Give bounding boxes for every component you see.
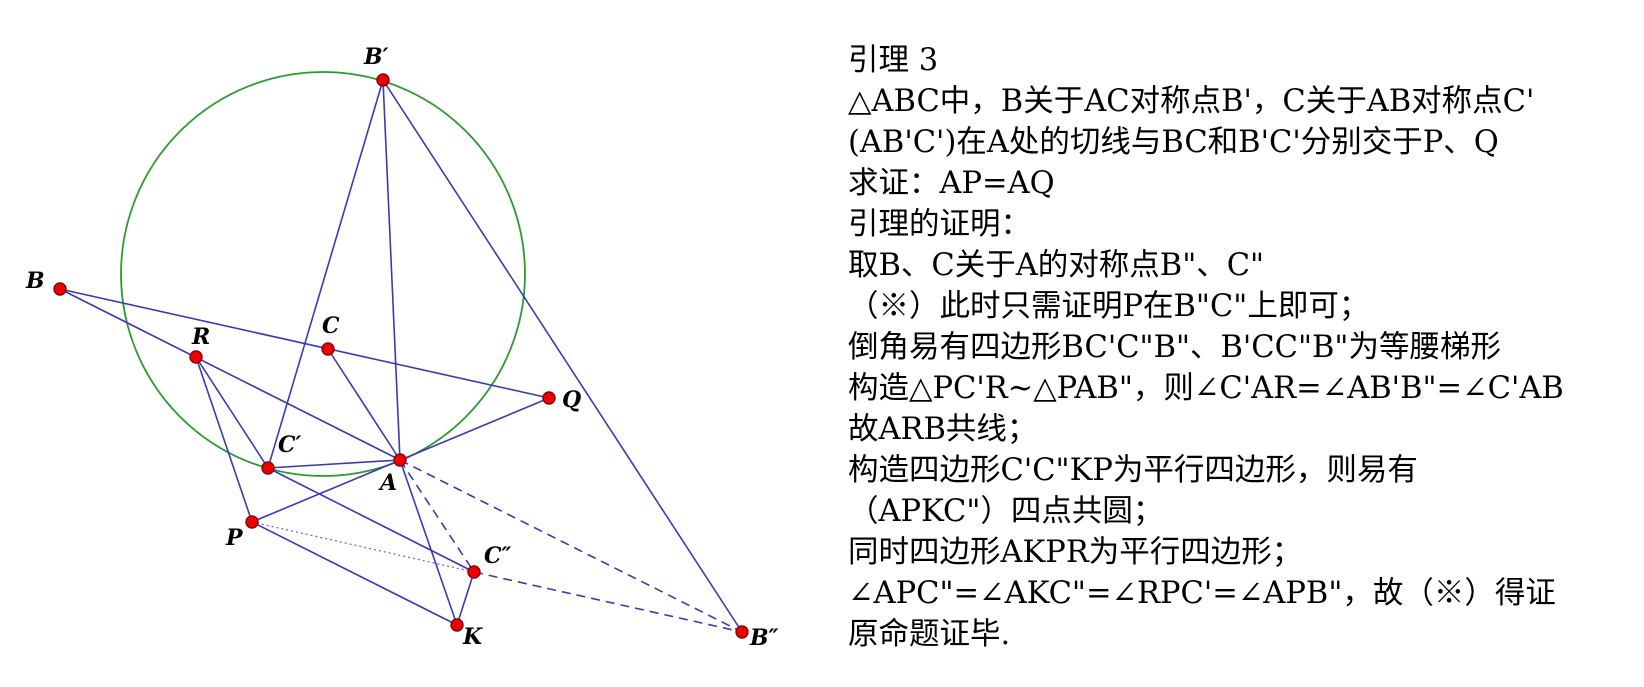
point-b-prime <box>376 73 390 87</box>
segment-r-c-prime <box>195 356 269 469</box>
point-c-prime <box>261 461 275 475</box>
proof-line: （※）此时只需证明P在B"C"上即可； <box>848 289 1370 324</box>
point-k <box>450 618 464 632</box>
point-p <box>245 515 259 529</box>
lemma-statement-line: (AB'C')在A处的切线与BC和B'C'分别交于P、Q <box>848 125 1499 160</box>
proof-text: 引理 3 △ABC中，B关于AC对称点B'，C关于AB对称点C' (AB'C')… <box>848 40 1638 655</box>
dashed-c-dprime-b-dprime <box>473 571 743 633</box>
segment-b-prime-b-dprime <box>382 79 743 633</box>
label-b-prime: B′ <box>363 44 389 70</box>
label-r: R <box>191 324 210 350</box>
dotted-p-c-dprime <box>251 521 475 573</box>
segment-c-prime-c-dprime <box>267 467 475 573</box>
proof-line: 构造四边形C'C"KP为平行四边形，则易有 <box>848 453 1418 488</box>
segment-k-c-dprime <box>456 571 475 626</box>
label-p: P <box>225 525 244 551</box>
point-c-dprime <box>467 565 481 579</box>
proof-line: （APKC"）四点共圆； <box>848 494 1164 529</box>
point-b-dprime <box>735 625 749 639</box>
dashed-a-c-dprime <box>399 459 475 573</box>
label-a: A <box>378 470 397 496</box>
proof-line: 取B、C关于A的对称点B"、C" <box>848 248 1265 283</box>
segment-c-prime-a <box>267 459 401 469</box>
dashed-a-b-dprime <box>399 459 743 633</box>
circle-ab-prime-c-prime <box>120 71 526 477</box>
point-b <box>53 282 67 296</box>
segment-b-a <box>59 288 401 461</box>
proof-conclusion: 原命题证毕. <box>848 617 1011 652</box>
point-a <box>393 453 407 467</box>
label-k: K <box>462 624 483 650</box>
segment-p-k <box>251 521 458 626</box>
segment-r-p <box>195 356 253 523</box>
label-b-dprime: B″ <box>749 625 779 651</box>
proof-line: ∠APC"=∠AKC"=∠RPC'=∠APB"，故（※）得证 <box>848 576 1556 611</box>
proof-line: 构造△PC'R~△PAB"，则∠C'AR=∠AB'B"=∠C'AB <box>848 371 1564 406</box>
label-c-prime: C′ <box>278 432 302 458</box>
label-b: B <box>25 268 45 294</box>
proof-line: 倒角易有四边形BC'C"B"、B'CC"B"为等腰梯形 <box>848 330 1501 365</box>
label-c-dprime: C″ <box>484 543 512 569</box>
lemma-statement-line: △ABC中，B关于AC对称点B'，C关于AB对称点C' <box>848 84 1535 119</box>
point-c <box>321 342 335 356</box>
point-r <box>189 350 203 364</box>
point-q <box>542 391 556 405</box>
lemma-title: 引理 3 <box>848 43 939 78</box>
label-q: Q <box>562 387 581 413</box>
proof-line: 同时四边形AKPR为平行四边形； <box>848 535 1303 570</box>
label-c: C <box>322 313 340 339</box>
segment-b-prime-a <box>382 79 401 461</box>
proof-line: 故ARB共线； <box>848 412 1038 447</box>
segment-b-q <box>59 288 550 399</box>
to-prove-line: 求证：AP=AQ <box>848 166 1055 201</box>
segment-c-a <box>327 348 401 461</box>
segment-a-k <box>399 459 458 626</box>
geometry-figure: B′ B C R Q C′ A P C″ K B″ <box>25 44 779 651</box>
segment-b-prime-c-prime <box>267 79 384 469</box>
proof-heading: 引理的证明： <box>848 207 1031 242</box>
